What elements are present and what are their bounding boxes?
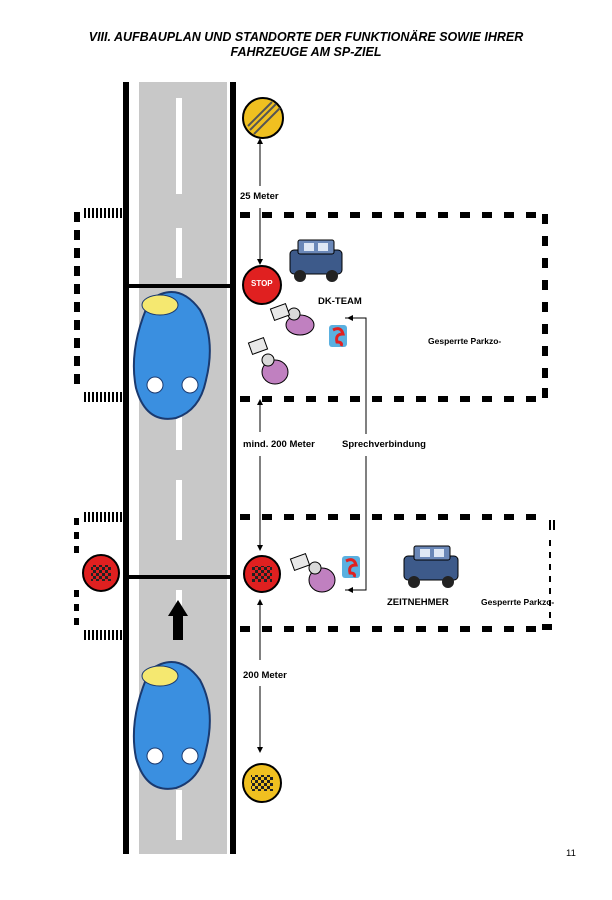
jeep-icon-bottom [403,545,459,588]
restricted-zone-left-bottom [74,512,122,640]
page-number: 11 [566,848,576,859]
phone-icon-2 [342,556,360,578]
finish-sign-right [243,555,281,593]
timekeeper-label: ZEITNEHMER [387,597,449,608]
radio-link-line [345,315,367,593]
official-figure-3 [289,552,336,593]
min-200-label: mind. 200 Meter [243,439,315,450]
restricted-zone-top-label: Gesperrte Parkzo- [428,336,502,346]
restricted-zone-left-top [74,208,122,402]
stop-sign-label: STOP [251,279,273,288]
race-car-icon-top [132,291,211,420]
page-title-line1: VIII. AUFBAUPLAN UND STANDORTE DER FUNKT… [88,30,524,44]
stop-sign [242,265,282,305]
page-title-line2: FAHRZEUGE AM SP-ZIEL [230,45,382,59]
phone-icon-1 [329,325,347,347]
direction-arrow [168,600,188,640]
end-sign-top [242,97,284,139]
official-figure-1 [269,302,315,336]
distance-25-label: 25 Meter [240,191,279,202]
distance-200-label: 200 Meter [243,670,287,681]
start-sign-bottom [242,763,282,803]
finish-line [126,575,234,579]
restricted-zone-right-top [240,212,548,402]
dk-team-label: DK-TEAM [318,296,362,307]
restricted-zone-right-bottom [240,514,555,632]
official-figure-2 [247,336,289,385]
restricted-zone-bottom-label: Gesperrte Parkzo- [481,597,555,607]
radio-link-label: Sprechverbindung [342,439,426,450]
stop-line-top [126,284,234,288]
race-car-icon-bottom [132,661,211,790]
finish-sign-left [82,554,120,592]
jeep-icon-top [289,239,343,282]
